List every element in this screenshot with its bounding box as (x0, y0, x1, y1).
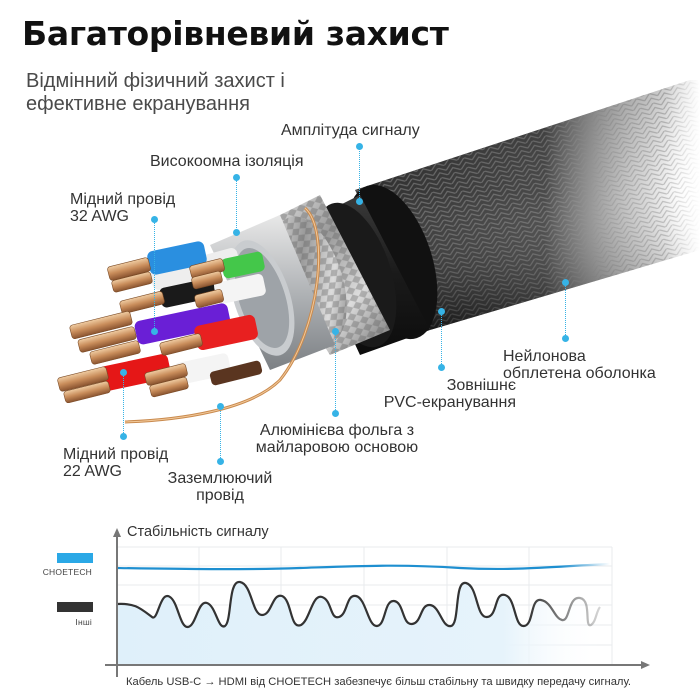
label-text-line1: Мідний провід (63, 446, 169, 463)
callout-dot-amplitude-anchor (356, 198, 363, 205)
label-nylon-braid: Нейлонова обплетена оболонка (503, 348, 656, 382)
choetech-line (116, 562, 611, 571)
label-text-line2: провід (196, 487, 244, 504)
callout-dot-22awg-anchor (120, 369, 127, 376)
others-area-fill (117, 581, 600, 665)
callout-dot-insulation-top (233, 174, 240, 181)
callout-dot-amplitude-top (356, 143, 363, 150)
callout-dot-nylon-anchor (562, 279, 569, 286)
callout-dot-foil-bottom (332, 410, 339, 417)
legend-swatch-choetech (57, 553, 93, 563)
callout-line-foil (335, 332, 336, 412)
callout-dot-32awg-anchor (151, 328, 158, 335)
callout-line-insulation (236, 178, 237, 230)
callout-dot-22awg-bottom (120, 433, 127, 440)
legend-label-choetech: CHOETECH (42, 567, 92, 577)
label-copper-22awg: Мідний провід 22 AWG (63, 446, 168, 480)
label-outer-pvc: Зовнішнє PVC-екранування (360, 377, 516, 411)
label-text-line2: PVC-екранування (383, 394, 516, 411)
subtitle-line-1: Відмінний фізичний захист і (26, 70, 285, 92)
callout-line-22awg (123, 373, 124, 433)
label-text-line1: Нейлонова (503, 348, 586, 365)
callout-dot-insulation-anchor (233, 229, 240, 236)
callout-dot-ground-anchor (217, 403, 224, 410)
chart-title: Стабільність сигналу (127, 524, 269, 540)
label-copper-32awg: Мідний провід 32 AWG (70, 191, 175, 225)
label-text-line2: 22 AWG (63, 463, 122, 480)
label-text-line2: майларовою основою (255, 439, 419, 456)
label-high-ohm-insulation: Високоомна ізоляція (150, 153, 303, 170)
callout-line-pvc (441, 312, 442, 366)
chart-axes (105, 528, 650, 677)
label-text-line1: Заземлюючий (167, 470, 273, 487)
callout-dot-pvc-anchor (438, 308, 445, 315)
callout-dot-ground-bottom (217, 458, 224, 465)
subtitle-line-2: ефективне екранування (26, 93, 250, 115)
legend-label-others: Інші (75, 617, 92, 627)
callout-line-ground (220, 407, 221, 462)
callout-line-32awg (154, 220, 155, 330)
callout-dot-nylon-bottom (562, 335, 569, 342)
label-aluminum-foil: Алюмінієва фольга з майларовою основою (242, 422, 432, 456)
label-text-line1: Мідний провід (70, 191, 176, 208)
chart-caption: Кабель USB-C → HDMI від CHOETECH забезпе… (126, 676, 632, 688)
others-line (116, 580, 601, 629)
page-subtitle: Відмінний фізичний захист і ефективне ек… (26, 70, 386, 116)
label-ground-wire: Заземлюючий провід (160, 470, 280, 504)
label-signal-amplitude: Амплітуда сигналу (281, 122, 420, 139)
callout-dot-pvc-bottom (438, 364, 445, 371)
label-text-line1: Алюмінієва фольга з (259, 422, 415, 439)
page-title: Багаторівневий захист (22, 14, 449, 53)
label-text-line2: обплетена оболонка (503, 365, 656, 382)
callout-line-amplitude (359, 147, 360, 200)
legend-swatch-others (57, 602, 93, 612)
label-text-line2: 32 AWG (70, 208, 129, 225)
label-text: Амплітуда сигналу (281, 122, 420, 139)
callout-dot-foil-anchor (332, 328, 339, 335)
label-text: Високоомна ізоляція (150, 153, 304, 170)
callout-line-nylon (565, 283, 566, 337)
callout-dot-32awg-top (151, 216, 158, 223)
label-text-line1: Зовнішнє (446, 377, 516, 394)
